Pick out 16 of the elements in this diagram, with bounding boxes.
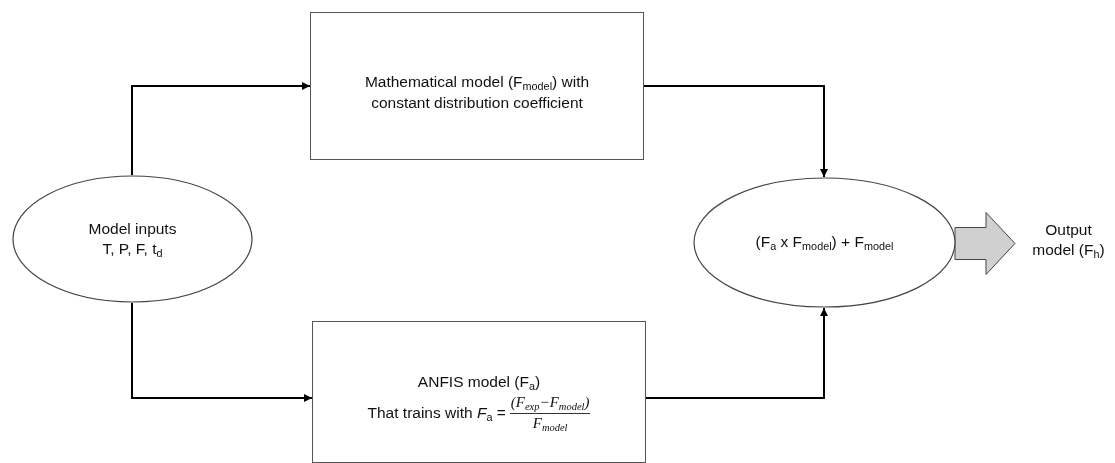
- node-text: (F$_{a}$ x F$_{model}$) + F$_{model}$: [755, 232, 894, 253]
- block-arrow: [954, 212, 1016, 275]
- arrow: [131, 82, 311, 176]
- arrow: [645, 307, 828, 399]
- model-title: ANFIS model (F$_{a}$): [417, 372, 541, 393]
- process-box: [312, 321, 646, 463]
- formula-denominator: F$_{model}$: [532, 414, 568, 435]
- node-text: T, P, F, t$_{d}$: [102, 238, 163, 260]
- formula-lead: That trains with F$_{a}$ =: [367, 403, 506, 424]
- node-text: Model inputs: [88, 218, 177, 239]
- node-text: Mathematical model (F$_{model}$) with constant distribution coefficient: [363, 72, 591, 113]
- process-box: [310, 12, 644, 160]
- formula-numerator: (F$_{exp}$−F$_{model}$): [509, 392, 591, 415]
- arrow: [643, 85, 828, 178]
- arrow: [131, 302, 313, 402]
- output-label: Output model (F$_{h}$): [1031, 219, 1106, 261]
